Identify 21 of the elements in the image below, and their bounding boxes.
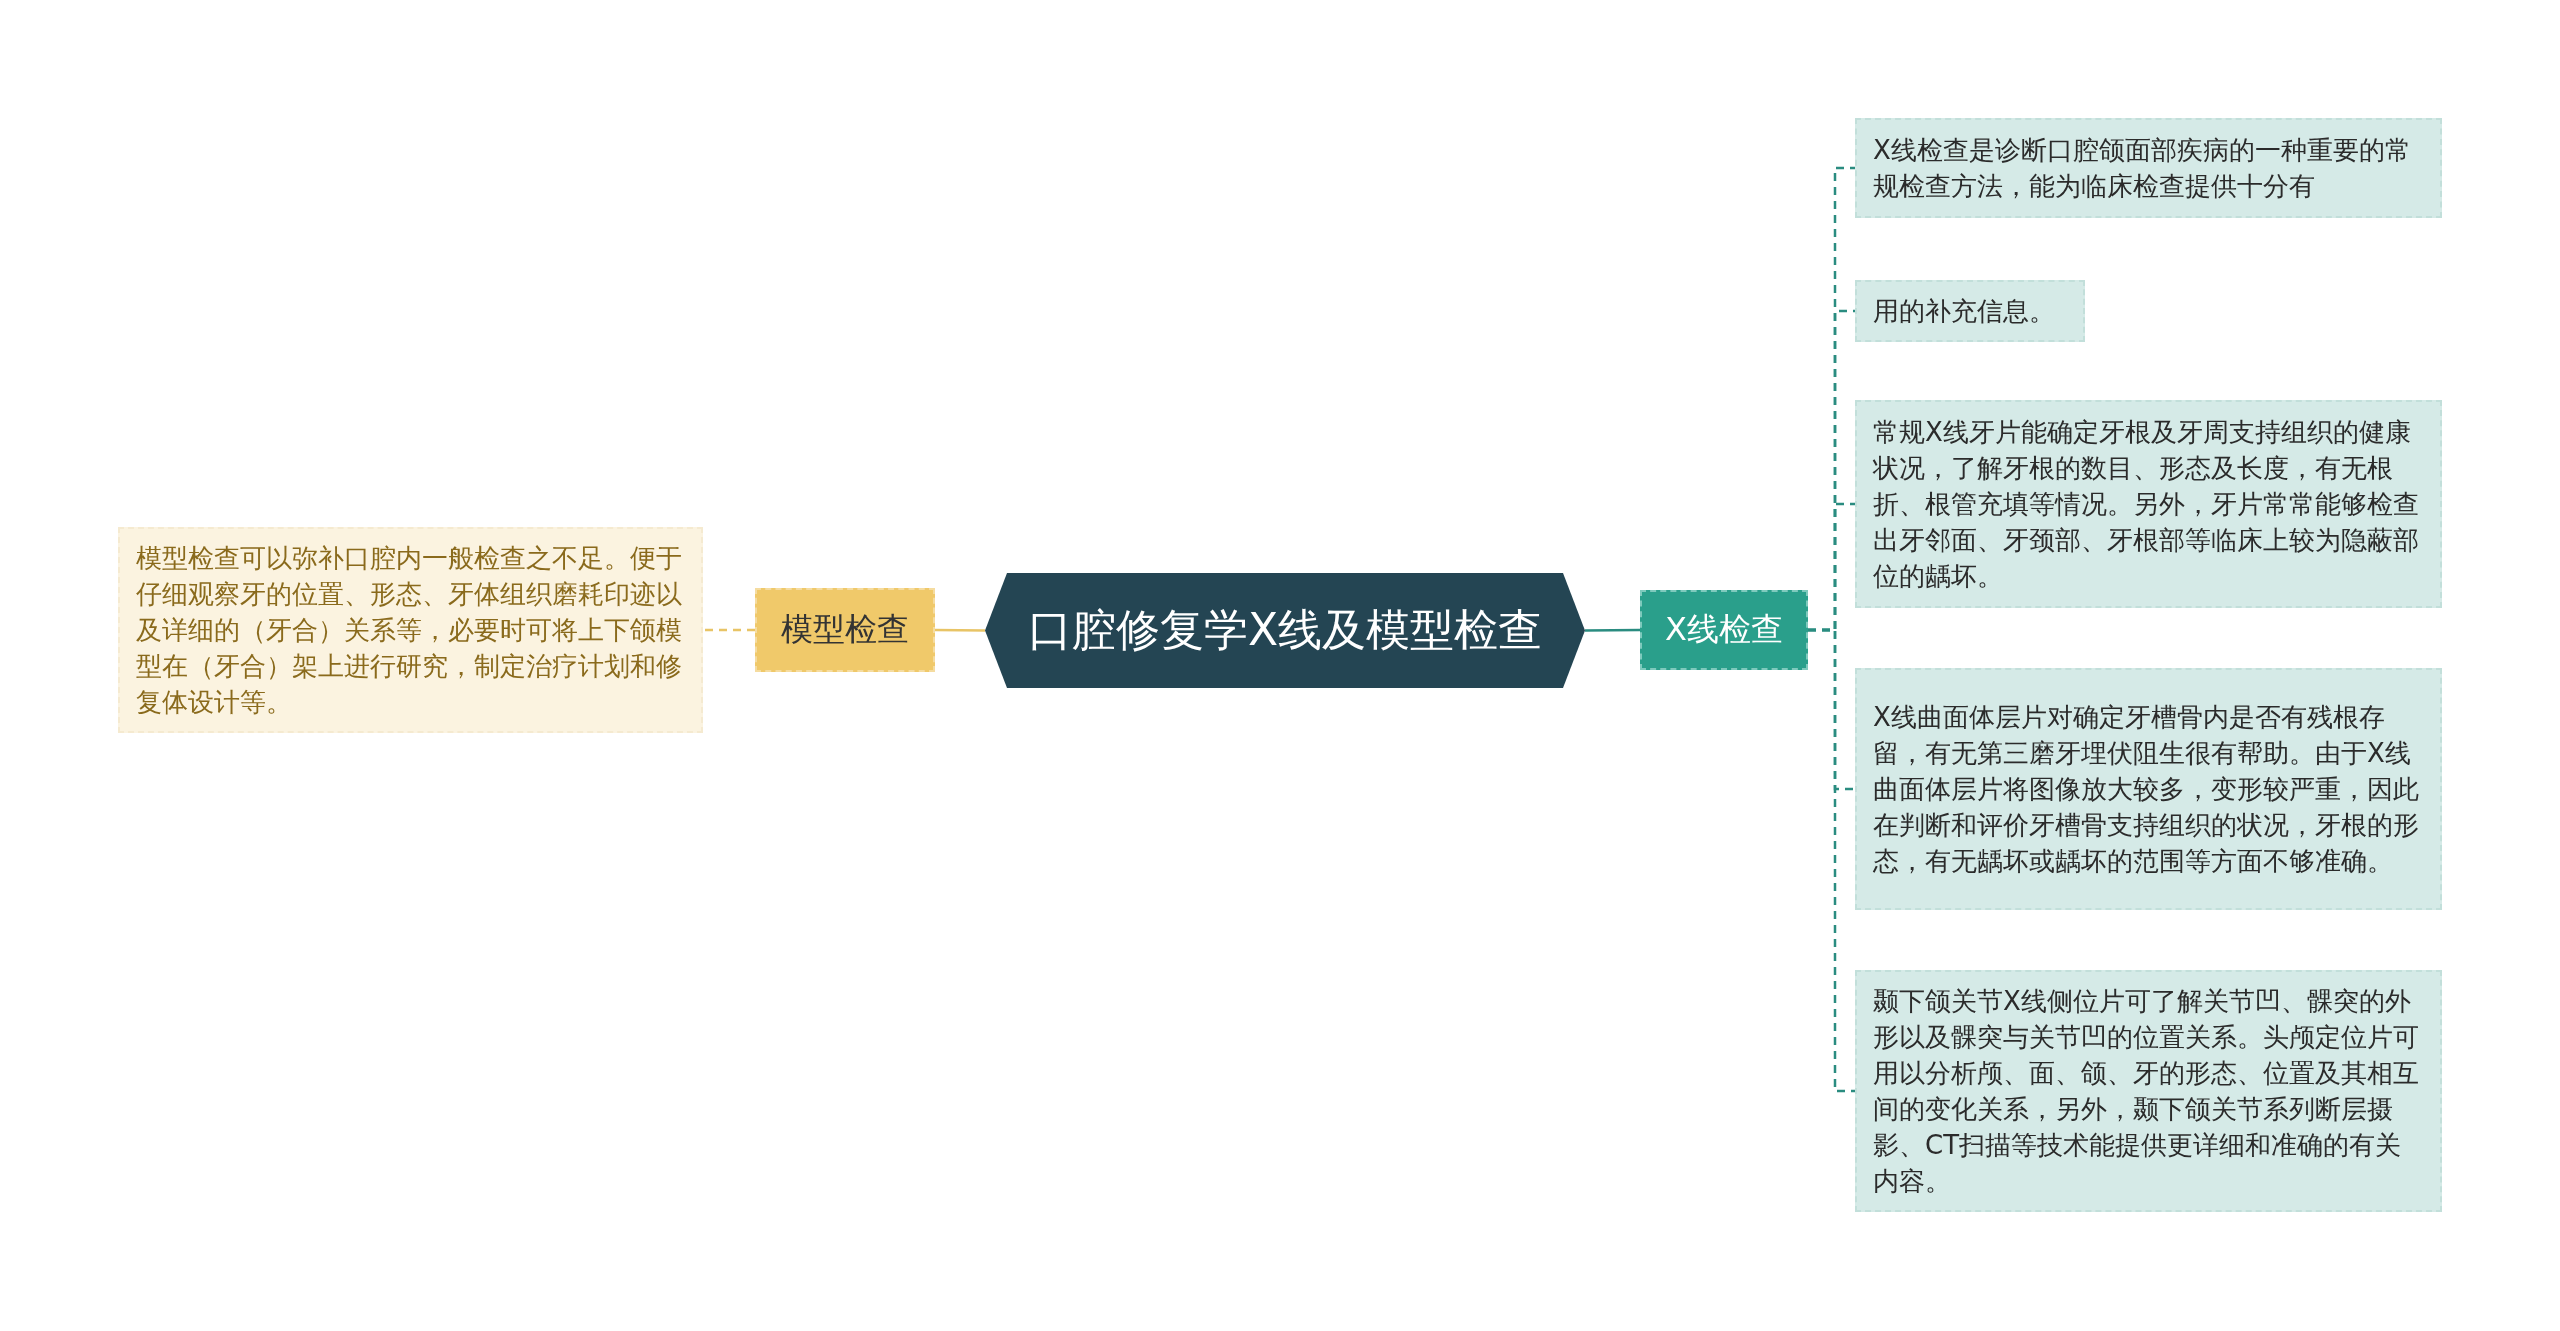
note-text: X线曲面体层片对确定牙槽骨内是否有残根存留，有无第三磨牙埋伏阻生很有帮助。由于X线曲面体层片将图像放大较多，变形较严重，因此在判断和评价牙槽骨支持组织的状况，牙根的形态，有无龋坏或龋坏的范围等方面不够准确。 — [1873, 701, 2420, 878]
topic-box — [755, 588, 935, 672]
topic-box — [1640, 590, 1808, 670]
connector-line — [703, 628, 755, 632]
connector-line — [1585, 628, 1640, 632]
note-text: 颞下颌关节X线侧位片可了解关节凹、髁突的外形以及髁突与关节凹的位置关系。头颅定位片可用以分析颅、面、颌、牙的形态、位置及其相互间的变化关系，另外，颞下颌关节系列断层摄影、CT扫描等技术能提供更详细和准确的有关内容。 — [1873, 985, 2420, 1198]
note-card — [1855, 668, 2442, 910]
connector-line — [1808, 628, 1855, 1093]
note-text: X线检查是诊断口腔颌面部疾病的一种重要的常规检查方法，能为临床检查提供十分有 — [1873, 134, 2412, 203]
note-card — [1855, 118, 2442, 218]
note-card — [1855, 970, 2442, 1212]
note-card — [1855, 400, 2442, 608]
topic-label: 模型检查 — [781, 609, 909, 650]
note-text: 常规X线牙片能确定牙根及牙周支持组织的健康状况，了解牙根的数目、形态及长度，有无根折、根管充填等情况。另外，牙片常常能够检查出牙邻面、牙颈部、牙根部等临床上较为隐蔽部位的龋坏。 — [1873, 416, 2420, 593]
note-text: 用的补充信息。 — [1873, 295, 2055, 328]
note-text: 模型检查可以弥补口腔内一般检查之不足。便于仔细观察牙的位置、形态、牙体组织磨耗印迹以及详细的（牙合）关系等，必要时可将上下颌模型在（牙合）架上进行研究，制定治疗计划和修复体设计等。 — [136, 542, 683, 719]
note-card — [1855, 280, 2085, 342]
topic-label: X线检查 — [1665, 609, 1783, 650]
note-card — [118, 527, 703, 733]
topic-label: 口腔修复学X线及模型检查 — [1027, 603, 1543, 657]
connector-line — [935, 628, 985, 632]
